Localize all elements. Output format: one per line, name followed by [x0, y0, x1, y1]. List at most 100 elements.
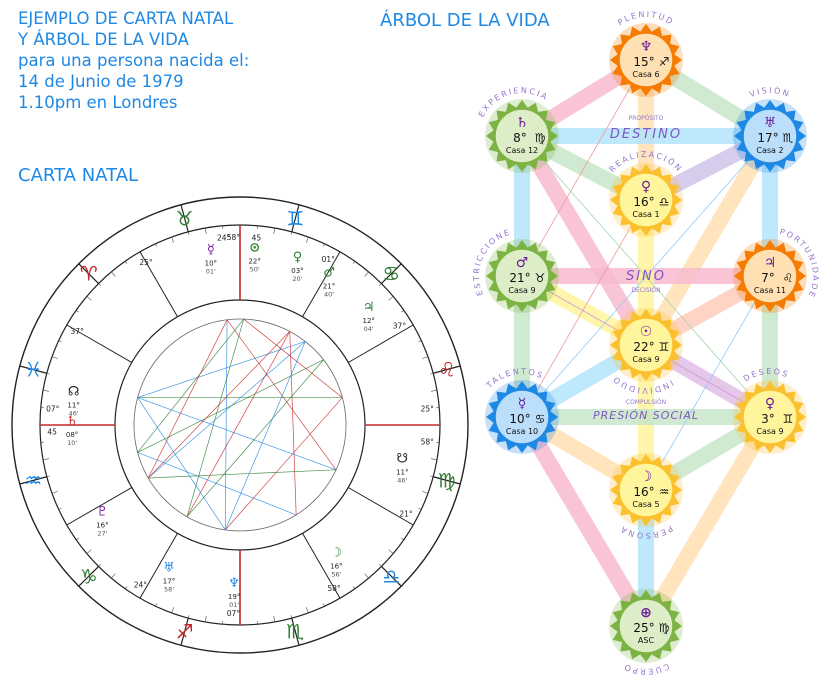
node-sign: ♍	[659, 621, 670, 635]
planet-minute: 01'	[206, 268, 216, 276]
node-disc	[494, 248, 550, 304]
node-sign: ♊	[659, 340, 670, 354]
house-cusp-label: 24°	[217, 234, 231, 243]
node-planet-glyph: ♀	[765, 396, 775, 412]
planet-degree: 22°	[248, 258, 260, 266]
node-house: Casa 2	[756, 146, 783, 155]
house-cusp-line	[348, 487, 414, 526]
house-cusp-label: 07°	[227, 609, 241, 618]
tree-thin-line	[521, 135, 771, 418]
planet-glyph: ⊙	[249, 241, 260, 256]
house-cusp-line	[139, 251, 178, 317]
node-sign: ♏	[783, 131, 794, 145]
planet-minute: 40'	[324, 291, 334, 299]
planet-glyph: ♇	[97, 504, 109, 519]
house-cusp-label: 25°	[421, 405, 435, 414]
degree-tick	[322, 603, 325, 607]
node-sign: ♒	[659, 485, 670, 499]
planet-degree: 21°	[323, 283, 335, 291]
house-cusp-label: 07°	[46, 405, 60, 414]
house-cusp-label: 25°	[139, 258, 153, 267]
zodiac-sign-glyph: ♋	[382, 262, 400, 286]
planet-glyph: ☋	[397, 451, 409, 466]
node-label-text: CUERPO	[621, 662, 668, 677]
zodiac-sign-glyph: ♓	[24, 358, 42, 382]
zodiac-divider	[180, 204, 189, 232]
tree-node-individuo: ☉22°♊Casa 9	[609, 308, 683, 382]
planet-degree: 16°	[330, 563, 342, 571]
degree-tick	[364, 271, 369, 277]
aspect-line	[186, 318, 245, 517]
house-cusp-line	[66, 487, 132, 526]
aspect-line	[289, 331, 297, 515]
zodiac-divider	[19, 365, 47, 374]
degree-tick	[379, 564, 382, 567]
degree-tick	[171, 236, 174, 243]
tree-node-realizacion: ♀16°♎Casa 1	[609, 163, 683, 237]
zodiac-divider	[78, 263, 100, 285]
node-disc	[618, 32, 674, 88]
zodiac-divider	[19, 476, 47, 485]
tree-thin-line	[645, 275, 771, 491]
degree-tick	[187, 615, 190, 619]
node-degree: 15°	[633, 55, 654, 69]
zodiac-divider	[433, 365, 461, 374]
header-line: EJEMPLO DE CARTA NATAL	[18, 9, 234, 28]
planet-degree: 19°	[228, 593, 240, 601]
house-cusp-label: 37°	[71, 327, 85, 336]
node-sign: ♐	[659, 55, 670, 69]
node-disc	[618, 598, 674, 654]
degree-tick	[431, 389, 438, 392]
degree-tick	[422, 491, 429, 494]
node-degree: 10°	[509, 412, 530, 426]
house-cusp-label: 24°	[134, 580, 148, 589]
header-line: 1.10pm en Londres	[18, 93, 178, 112]
tree-node-oportunidades: ♃7°♌Casa 11	[733, 239, 807, 313]
degree-tick	[379, 283, 382, 286]
node-house: Casa 9	[756, 427, 783, 436]
house-cusp-label: 58°	[327, 584, 341, 593]
zodiac-divider	[180, 618, 189, 646]
degree-tick	[273, 616, 276, 623]
degree-tick	[111, 573, 116, 579]
node-house: Casa 5	[632, 500, 659, 509]
node-house: ASC	[638, 636, 655, 645]
planet-glyph: ♅	[163, 560, 175, 575]
node-planet-glyph: ♅	[764, 115, 777, 131]
degree-tick	[125, 260, 128, 264]
zodiac-divider	[78, 565, 100, 587]
header-line: para una persona nacida el:	[18, 51, 250, 70]
planet-glyph: ☊	[68, 385, 80, 400]
tree-node-deseos: ♀3°♊Casa 9	[733, 380, 807, 454]
planet-minute: 20'	[292, 275, 302, 283]
degree-tick	[352, 260, 355, 264]
node-house: Casa 6	[632, 70, 659, 79]
arbol-title: ÁRBOL DE LA VIDA	[380, 10, 550, 31]
house-cusp-line	[302, 251, 341, 317]
planet-glyph: ♀	[293, 250, 303, 265]
planet-degree: 11°	[67, 402, 79, 410]
aspect-line	[224, 341, 306, 531]
aspect-line	[147, 331, 291, 479]
aspect-ring	[133, 318, 347, 532]
tree-node-vision: ♅17°♏Casa 2	[733, 99, 807, 173]
degree-tick	[204, 616, 207, 623]
planet-minute: 27'	[97, 529, 107, 537]
degree-tick	[273, 227, 276, 234]
degree-tick	[155, 243, 158, 247]
node-sign: ♉	[535, 271, 546, 285]
zodiac-sign-glyph: ♌	[438, 358, 456, 382]
zodiac-divider	[291, 618, 300, 646]
planet-glyph: ☽	[331, 546, 343, 561]
node-label-text: VISIÓN	[748, 84, 790, 99]
degree-tick	[418, 507, 422, 510]
degree-tick	[430, 475, 434, 478]
node-label: VISIÓN	[748, 84, 792, 99]
degree-tick	[58, 340, 62, 343]
degree-tick	[352, 586, 355, 590]
zodiac-outer-ring	[11, 196, 469, 654]
zodiac-sign-glyph: ♉	[176, 206, 194, 230]
aspect-line	[226, 319, 337, 471]
tree-node-plenitud: ♆15°♐Casa 6	[609, 23, 683, 97]
tree-path	[639, 412, 777, 631]
